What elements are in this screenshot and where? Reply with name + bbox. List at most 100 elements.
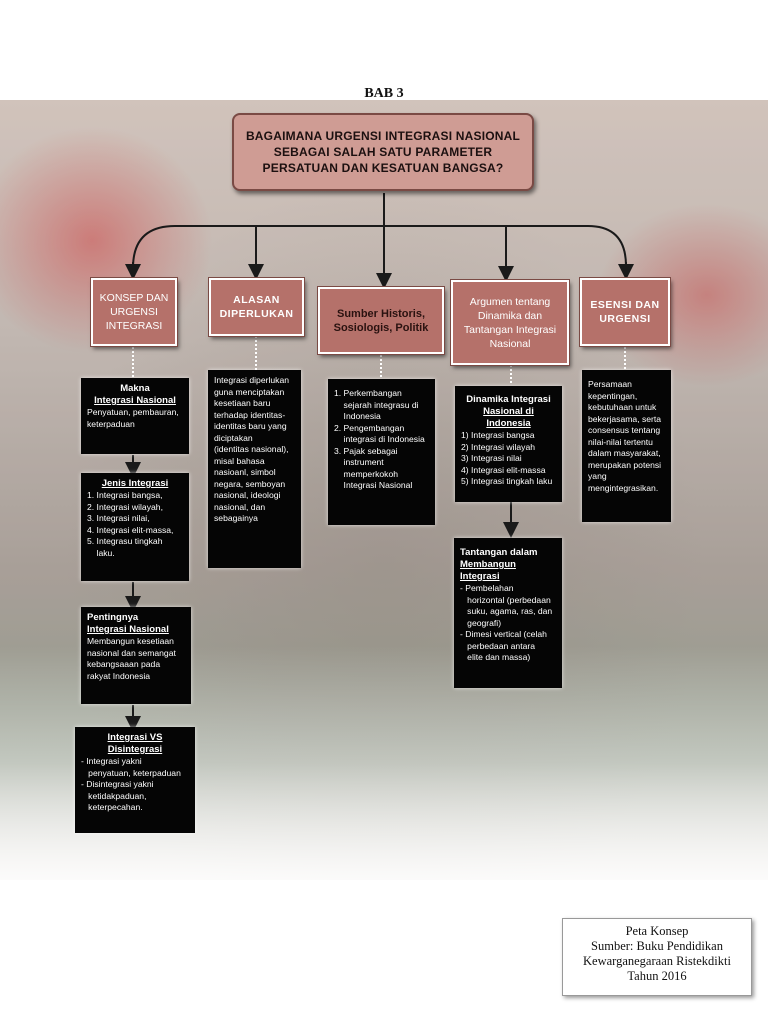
box-line: 4) Integrasi elit-massa (461, 464, 546, 475)
box-line: Penyatuan, pembauran, (87, 407, 179, 417)
box-line: penyatuan, keterpaduan (81, 767, 181, 778)
box-line: 2) Integrasi wilayah (461, 441, 536, 452)
box-line: integrasi di Indonesia (334, 434, 425, 444)
box-title-line: Integrasi Nasional (94, 395, 176, 406)
box-line: nasional, dan (214, 501, 266, 512)
box-line: kebutuhaan untuk (588, 402, 657, 412)
box-line: yang (588, 471, 607, 481)
category-konsep: KONSEP DAN URGENSI INTEGRASI (90, 277, 178, 347)
box-line: kesetiaan baru (214, 398, 271, 408)
box-line: - Disintegrasi yakni (81, 779, 154, 789)
box-tantangan: Tantangan dalam Membangun Integrasi - Pe… (454, 538, 562, 688)
box-line: 5) Integrasi tingkah laku (461, 476, 553, 486)
box-line: diciptakan (214, 432, 253, 443)
box-title-line: Tantangan dalam (460, 547, 538, 558)
box-line: 3) Integrasi nilai (461, 453, 522, 463)
box-line: sebagainya (214, 513, 258, 523)
box-esensi: Persamaan kepentingan, kebutuhaan untuk … (582, 370, 671, 522)
box-line: dalam masyarakat, (588, 448, 661, 458)
category-label: ALASAN DIPERLUKAN (219, 294, 294, 320)
box-makna: Makna Integrasi Nasional Penyatuan, pemb… (81, 378, 189, 454)
box-line: memperkokoh (334, 468, 398, 479)
box-title-line: Nasional di Indonesia (483, 406, 534, 429)
box-line: (identitas nasional), (214, 444, 289, 454)
box-title-line: Membangun Integrasi (460, 559, 516, 582)
box-line: geografi) (460, 617, 502, 628)
main-question-text: BAGAIMANA URGENSI INTEGRASI NASIONAL SEB… (245, 129, 521, 175)
box-line: horizontal (perbedaan (460, 594, 551, 605)
box-line: Integrasi Nasional (334, 480, 413, 490)
category-alasan: ALASAN DIPERLUKAN (208, 277, 305, 337)
box-line: keterpecahan. (81, 802, 143, 812)
chapter-title: BAB 3 (364, 86, 404, 101)
box-line: terhadap identitas- (214, 409, 286, 420)
box-line: 3. Integrasi nilai, (87, 513, 150, 523)
box-line: ketidakpaduan, (81, 790, 147, 801)
box-line: - Integrasi yakni (81, 756, 142, 766)
source-line: Tahun 2016 (627, 969, 687, 983)
source-line: Kewarganegaraan Ristekdikti (583, 954, 731, 968)
box-line: identitas baru yang (214, 421, 287, 431)
box-line: merupakan potensi (588, 459, 662, 470)
box-line: kebangsaaan pada (87, 659, 161, 669)
category-esensi: ESENSI DAN URGENSI (579, 277, 671, 347)
box-line: laku. (87, 547, 115, 558)
box-line: elite dan massa) (460, 652, 531, 662)
box-line: Persamaan (588, 379, 632, 389)
box-title-line: Integrasi Nasional (87, 624, 169, 635)
box-line: suku, agama, ras, dan (460, 606, 553, 616)
box-line: 2. Integrasi wilayah, (87, 501, 163, 512)
category-label: KONSEP DAN URGENSI INTEGRASI (99, 292, 169, 332)
box-jenis: Jenis Integrasi 1. Integrasi bangsa, 2. … (81, 473, 189, 581)
box-line: kepentingan, (588, 390, 638, 401)
box-line: 3. Pajak sebagai (334, 445, 398, 456)
box-sumber: 1. Perkembangan sejarah integrasu di Ind… (328, 379, 435, 525)
box-line: keterpaduan (87, 418, 135, 429)
box-title-line: Integrasi VS Disintegrasi (107, 732, 163, 755)
box-line: Integrasi diperlukan (214, 375, 290, 385)
box-title-line: Makna (120, 383, 150, 394)
source-note: Peta Konsep Sumber: Buku Pendidikan Kewa… (562, 918, 752, 996)
box-line: bekerjasama, serta (588, 413, 662, 424)
box-line: - Pembelahan (460, 583, 514, 593)
box-line: nilai-nilai tertentu (588, 436, 653, 447)
connector-branch (132, 225, 627, 269)
box-line: consensus tentang (588, 425, 661, 435)
box-title-line: Jenis Integrasi (101, 478, 169, 489)
box-alasan: Integrasi diperlukan guna menciptakan ke… (208, 370, 301, 568)
source-line: Peta Konsep (625, 924, 689, 938)
category-label: Argumen tentang Dinamika dan Tantangan I… (463, 295, 557, 350)
box-line: 1. Integrasi bangsa, (87, 490, 163, 500)
box-dinamika: Dinamika Integrasi Nasional di Indonesia… (455, 386, 562, 502)
box-line: nasional dan semangat (87, 647, 176, 658)
box-pentingnya: Pentingnya Integrasi Nasional Membangun … (81, 607, 191, 704)
box-title: Makna Integrasi Nasional (87, 383, 183, 407)
box-line: 1) Integrasi bangsa (461, 430, 535, 440)
box-line: misal bahasa (214, 455, 265, 466)
category-argumen: Argumen tentang Dinamika dan Tantangan I… (450, 279, 570, 366)
box-line: mengintegrasikan. (588, 482, 659, 493)
source-line: Sumber: Buku Pendidikan (591, 939, 723, 953)
box-title-line: Pentingnya (87, 612, 139, 623)
box-line: Indonesia (334, 411, 381, 421)
category-sumber: Sumber Historis, Sosiologis, Politik (317, 286, 445, 355)
box-line: - Dimesi vertical (celah (460, 629, 547, 639)
box-line: 4. Integrasi elit-massa, (87, 524, 174, 535)
category-label: Sumber Historis, Sosiologis, Politik (333, 307, 429, 334)
main-question-box: BAGAIMANA URGENSI INTEGRASI NASIONAL SEB… (232, 113, 534, 191)
box-line: 5. Integrasu tingkah (87, 536, 163, 546)
box-title-line: Dinamika Integrasi (466, 394, 551, 405)
box-integrasi-vs-disintegrasi: Integrasi VS Disintegrasi - Integrasi ya… (75, 727, 195, 833)
box-line: negara, semboyan (214, 478, 286, 489)
box-line: 2. Pengembangan (334, 422, 405, 433)
category-label: ESENSI DAN URGENSI (590, 299, 660, 325)
box-line: Membangun kesetiaan (87, 636, 174, 646)
box-line: sejarah integrasu di (334, 399, 419, 410)
box-line: 1. Perkembangan (334, 388, 402, 398)
box-line: guna menciptakan (214, 386, 285, 397)
box-line: nasioanl, simbol (214, 467, 276, 477)
box-line: nasional, ideologi (214, 490, 281, 500)
box-line: perbedaan antara (460, 640, 536, 651)
box-line: instrument (334, 457, 384, 467)
